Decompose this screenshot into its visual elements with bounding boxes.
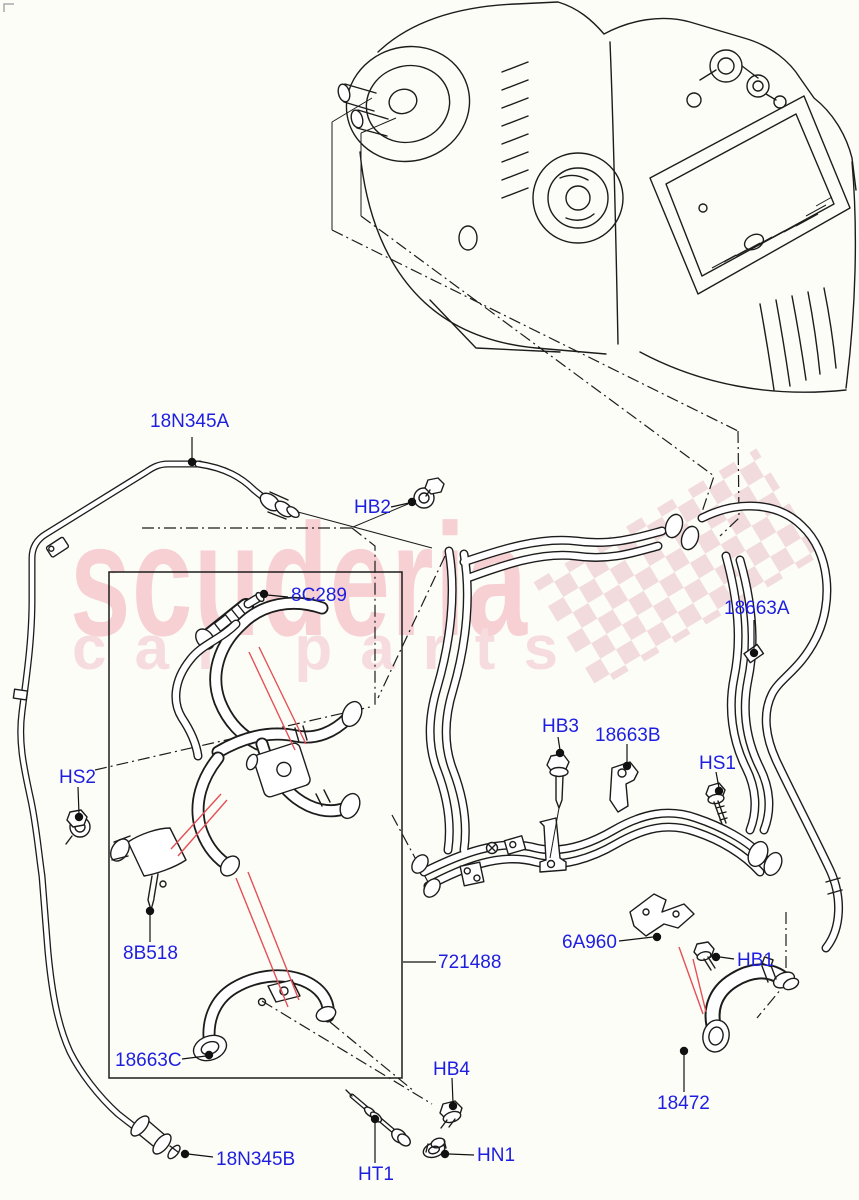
pipe-end-connector — [130, 1115, 181, 1160]
hose-18663C — [192, 969, 337, 1062]
corner-crop-mark — [3, 3, 14, 12]
part-label-18472[interactable]: 18472 — [657, 1093, 710, 1114]
part-label-HS1[interactable]: HS1 — [699, 753, 736, 774]
part-label-8C289[interactable]: 8C289 — [291, 585, 347, 606]
part-label-8B518[interactable]: 8B518 — [123, 943, 178, 964]
part-label-18663A[interactable]: 18663A — [724, 598, 790, 619]
hvac-unit-drawing — [337, 1, 857, 393]
part-label-6A960[interactable]: 6A960 — [562, 932, 617, 953]
bolt-HB1 — [693, 941, 716, 971]
bolt-HB2 — [413, 477, 445, 509]
callout-leader-lines — [74, 437, 759, 1163]
stud-HT1 — [345, 1089, 411, 1147]
part-label-18663B[interactable]: 18663B — [595, 725, 661, 746]
part-label-HT1[interactable]: HT1 — [358, 1164, 394, 1185]
fasteners-drawing — [65, 477, 728, 1159]
kit-group-box — [108, 571, 403, 1079]
part-label-HN1[interactable]: HN1 — [477, 1145, 516, 1166]
part-label-HB1[interactable]: HB1 — [737, 950, 774, 971]
red-pointer-lines — [170, 646, 707, 1015]
projection-lines — [94, 97, 787, 1105]
kit-contents-drawing — [110, 591, 363, 1062]
part-label-HB2[interactable]: HB2 — [354, 497, 391, 518]
watermark-tagline: car parts — [72, 614, 586, 683]
part-label-HB4[interactable]: HB4 — [433, 1059, 470, 1080]
part-label-HS2[interactable]: HS2 — [59, 767, 96, 788]
part-label-18663C[interactable]: 18663C — [115, 1050, 182, 1071]
part-label-721488[interactable]: 721488 — [438, 952, 502, 973]
vent-pipe-drawing — [12, 460, 300, 1160]
aux-water-pump-8B518 — [110, 827, 187, 911]
bracket-18663B — [609, 761, 639, 813]
hose-18472-drawing — [702, 956, 800, 1053]
nut-HN1 — [422, 1137, 447, 1159]
bracket-6A960 — [629, 893, 695, 937]
part-label-18N345B[interactable]: 18N345B — [216, 1149, 296, 1170]
watermark-checkered-flag — [533, 448, 821, 690]
part-label-HB3[interactable]: HB3 — [542, 716, 579, 737]
part-label-18N345A[interactable]: 18N345A — [150, 411, 230, 432]
